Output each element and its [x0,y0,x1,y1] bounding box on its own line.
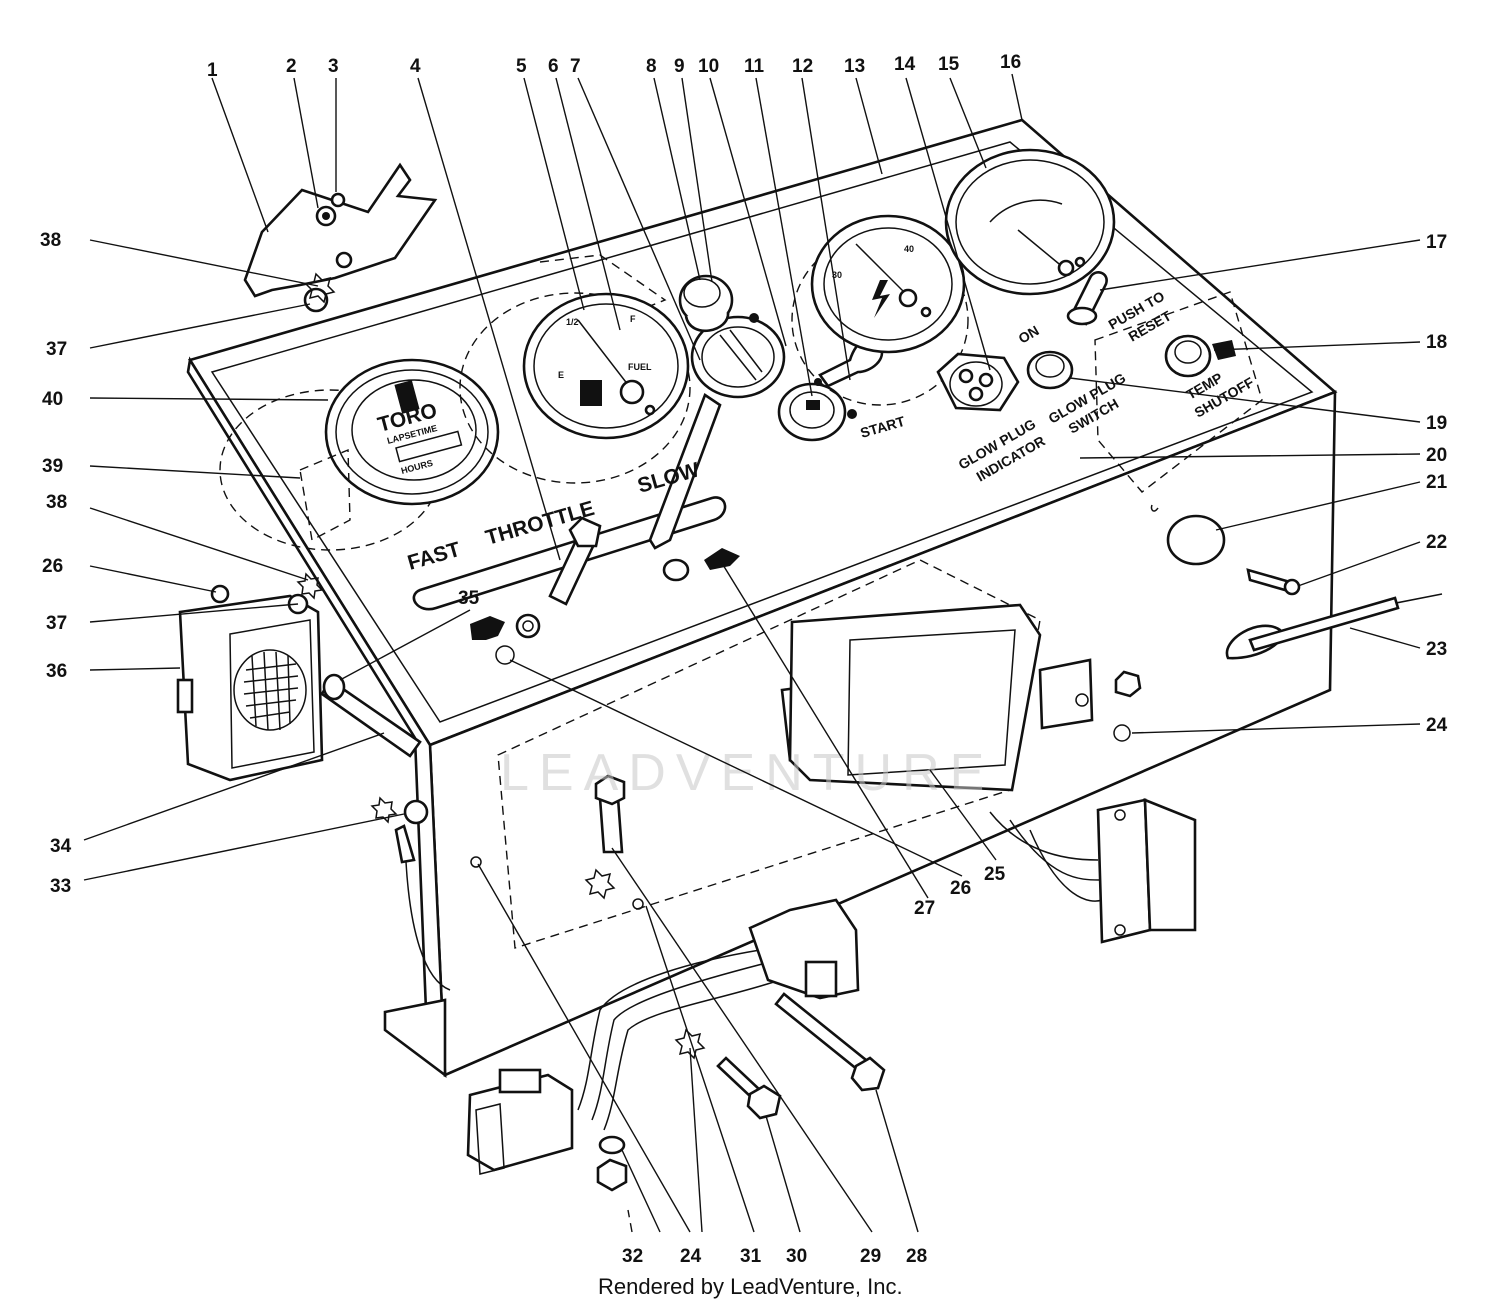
spacer-rod [320,673,422,758]
callout-14: 14 [894,54,916,75]
callout-27: 27 [914,898,935,919]
mounting-foot [383,998,447,1078]
callout-40: 40 [42,389,63,410]
throttle-cable [1225,593,1443,660]
callout-labels: 1 2 3 4 5 6 7 8 9 10 11 12 13 14 15 16 1… [40,52,1448,1267]
callout-32: 32 [622,1246,643,1267]
callout-28: 28 [906,1246,927,1267]
footer-credit: Rendered by LeadVenture, Inc. [598,1274,903,1299]
fuel-e-label: E [558,370,564,380]
callout-23: 23 [1426,639,1447,660]
callout-26-center: 26 [950,878,971,899]
meter-bracket [299,448,351,542]
ground-wire [370,796,451,991]
callout-38-lower: 38 [46,492,67,513]
fuel-f-label: F [630,314,636,324]
ammeter-right-label: 40 [904,244,914,254]
callout-20: 20 [1426,445,1447,466]
callout-19: 19 [1426,413,1447,434]
callout-8: 8 [646,56,657,77]
callout-13: 13 [844,56,865,77]
loose-hardware [470,548,1142,1192]
callout-4: 4 [410,56,421,77]
indicator-light [678,274,734,333]
callout-16: 16 [1000,52,1021,73]
callout-36: 36 [46,661,67,682]
callout-30: 30 [786,1246,807,1267]
callout-1: 1 [207,60,218,81]
callout-6: 6 [548,56,559,77]
ammeter-left-label: 30 [832,270,842,280]
callout-9: 9 [674,56,685,77]
callout-33: 33 [50,876,71,897]
callout-10: 10 [698,56,719,77]
callout-17: 17 [1426,232,1447,253]
callout-2: 2 [286,56,297,77]
callout-39: 39 [42,456,63,477]
watermark: LEADVENTURE [500,744,994,802]
side-plug [1150,504,1301,596]
callout-21: 21 [1426,472,1448,493]
wire-harness-lower [466,898,860,1175]
callout-37-lower: 37 [46,613,67,634]
callout-5: 5 [516,56,527,77]
callout-15: 15 [938,54,960,75]
callout-22: 22 [1426,532,1447,553]
callout-12: 12 [792,56,813,77]
callout-26-left: 26 [42,556,63,577]
callout-35: 35 [458,588,480,609]
callout-25: 25 [984,864,1006,885]
fuel-gauge: E 1/2 F FUEL [459,254,691,484]
callout-3: 3 [328,56,339,77]
nut [303,287,329,313]
callout-34: 34 [50,836,72,857]
bracket [243,162,438,313]
ammeter: 30 40 [791,214,969,406]
hour-meter: TORO LAPSETIME HOURS [219,358,500,551]
callout-24-bottom: 24 [680,1246,702,1267]
callout-18: 18 [1426,332,1447,353]
temperature-gauge [944,148,1116,296]
wire-harness-right [989,798,1197,944]
callout-24-right: 24 [1426,715,1448,736]
alarm-buzzer [176,572,324,782]
callout-11: 11 [744,56,765,77]
callout-7: 7 [570,56,581,77]
callout-37-upper: 37 [46,339,67,360]
callout-38-upper: 38 [40,230,61,251]
fuel-label: FUEL [628,362,652,372]
fuel-half-label: 1/2 [566,317,579,327]
callout-31: 31 [740,1246,762,1267]
leader-lines [83,73,1421,1233]
callout-29: 29 [860,1246,881,1267]
